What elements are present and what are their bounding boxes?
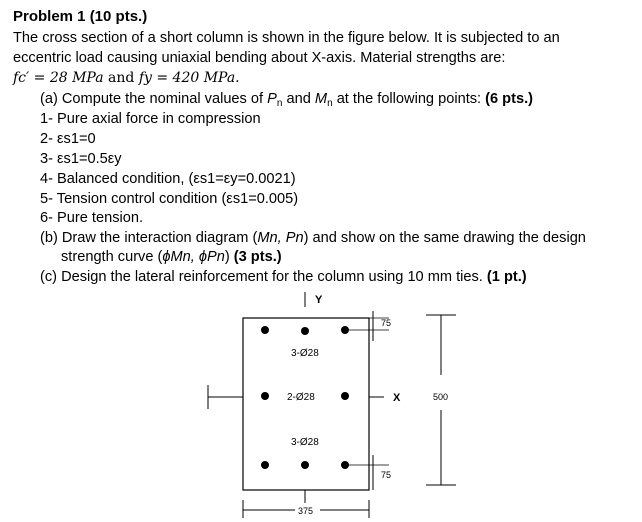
middle-bars-label: 2-Ø28 <box>287 392 315 403</box>
part-a-item-6: 6- Pure tension. <box>40 210 144 226</box>
problem-intro-line-1: The cross section of a short column is s… <box>13 30 560 46</box>
fc-strength: fc′ = 28 MPa <box>13 70 104 86</box>
column-outline <box>242 317 370 491</box>
rebar-top-left <box>261 326 269 334</box>
width-dim-value: 375 <box>298 506 313 516</box>
rebar-bottom-middle <box>301 461 309 469</box>
rebar-top-middle <box>301 327 309 335</box>
cover-top-value: 75 <box>381 318 391 328</box>
part-a-item-4: 4- Balanced condition, (εs1=εy=0.0021) <box>40 171 296 187</box>
part-a-item-1: 1- Pure axial force in compression <box>40 111 261 127</box>
part-b-line-2: strength curve (ϕMn, ϕPn) (3 pts.) <box>61 249 282 265</box>
problem-title: Problem 1 (10 pts.) <box>13 8 148 25</box>
part-c-line: (c) Design the lateral reinforcement for… <box>40 269 527 285</box>
and-word: and <box>108 70 135 86</box>
x-axis-label: X <box>393 392 401 404</box>
part-a-item-2: 2- εs1=0 <box>40 131 96 147</box>
part-a-item-3: 3- εs1=0.5εy <box>40 151 122 167</box>
rebar-mid-left <box>261 392 269 400</box>
fy-strength: fy = 420 MPa. <box>138 70 240 86</box>
rebar-mid-right <box>341 392 349 400</box>
part-a-item-5: 5- Tension control condition (εs1=0.005) <box>40 191 299 207</box>
material-strengths: fc′ = 28 MPa and fy = 420 MPa. <box>13 69 240 87</box>
problem-intro-line-2: eccentric load causing uniaxial bending … <box>13 50 506 66</box>
height-dim-value: 500 <box>433 392 448 402</box>
top-bars-label: 3-Ø28 <box>291 348 319 359</box>
cover-bottom-value: 75 <box>381 470 391 480</box>
y-axis-label: Y <box>315 294 323 306</box>
bottom-bars-label: 3-Ø28 <box>291 437 319 448</box>
part-a-prompt: (a) Compute the nominal values of Pn and… <box>40 91 533 109</box>
rebar-bottom-left <box>261 461 269 469</box>
part-b-line-1: (b) Draw the interaction diagram (Mn, Pn… <box>40 230 586 246</box>
